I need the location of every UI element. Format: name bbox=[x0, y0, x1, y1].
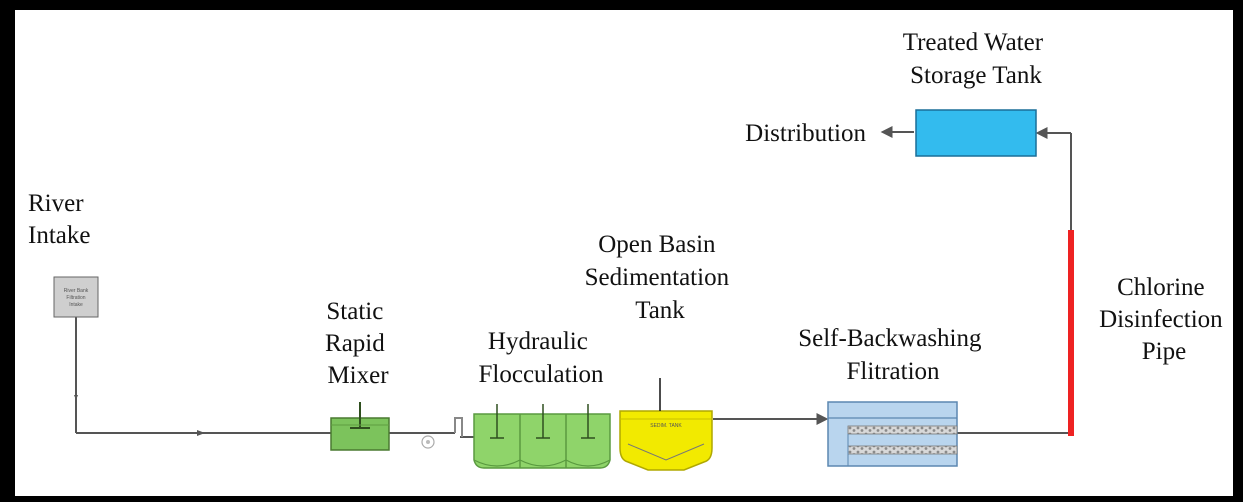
storage-tank-label: Treated Water Storage Tank bbox=[903, 29, 1050, 89]
svg-text:SEDIM. TANK: SEDIM. TANK bbox=[650, 423, 682, 429]
svg-text:River Bank: River Bank bbox=[64, 288, 89, 294]
chlorine-disinfection-label: Chlorine Disinfection Pipe bbox=[1099, 274, 1229, 365]
static-rapid-mixer-unit bbox=[330, 402, 390, 451]
river-intake-unit: River Bank Filtration Intake bbox=[53, 276, 99, 318]
frame-right bbox=[1233, 0, 1243, 502]
hydraulic-flocculation-label: Hydraulic Flocculation bbox=[479, 328, 604, 388]
self-backwashing-filtration-unit bbox=[827, 401, 958, 467]
flow-arrow-icon bbox=[74, 395, 78, 400]
svg-text:Filtration: Filtration bbox=[66, 295, 85, 301]
main-pipeline bbox=[75, 126, 1072, 438]
sedimentation-tank-label: Open Basin Sedimentation Tank bbox=[585, 231, 736, 324]
filtration-label: Self-Backwashing Flitration bbox=[798, 325, 988, 385]
treated-water-storage-tank bbox=[915, 109, 1037, 157]
frame-bottom bbox=[0, 496, 1243, 502]
svg-text:Intake: Intake bbox=[69, 302, 83, 308]
pump-icon bbox=[421, 435, 435, 449]
sedimentation-tank-unit: SEDIM. TANK bbox=[619, 378, 713, 471]
chlorine-disinfection-pipe bbox=[1068, 230, 1074, 436]
frame-top bbox=[0, 0, 1243, 10]
hydraulic-flocculation-unit bbox=[473, 404, 611, 469]
distribution-label: Distribution bbox=[745, 120, 866, 147]
static-rapid-mixer-label: Static Rapid Mixer bbox=[325, 298, 391, 389]
river-intake-label: River Intake bbox=[28, 190, 90, 249]
flow-arrow-icon bbox=[197, 430, 205, 436]
frame-left bbox=[0, 0, 15, 502]
riser-pipe bbox=[454, 417, 463, 437]
